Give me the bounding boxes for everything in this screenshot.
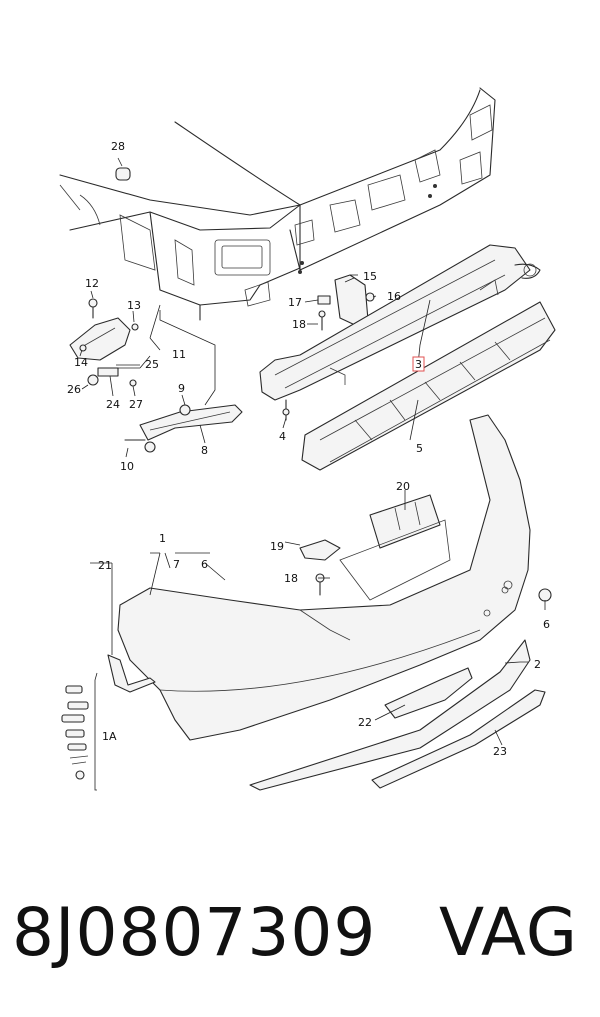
callout-labels: 28 12 13 25 11 14 26 24 27 9 10 8 15 16 … [67,140,550,758]
part-number: 8J0807309 [12,894,377,971]
part-2-lower-trim [249,639,531,791]
callout-22: 22 [358,716,372,729]
callout-26: 26 [67,383,81,396]
brand-name: VAG [438,894,578,971]
callout-27: 27 [129,398,143,411]
callout-9: 9 [178,382,185,395]
part-caption: 8J0807309 VAG [0,888,600,998]
part-28-plug [115,157,131,181]
callout-16: 16 [387,290,401,303]
part-1-bumper-cover [117,414,531,741]
part-21-side-bracket [107,654,156,693]
callout-19: 19 [270,540,284,553]
part-8-side-guide [124,404,243,453]
callout-5: 5 [416,442,423,455]
callout-14: 14 [74,356,88,369]
callout-1: 1 [159,532,166,545]
callout-7: 7 [173,558,180,571]
callout-11: 11 [172,348,186,361]
part-1A-screw-kit [61,685,89,780]
callout-12: 12 [85,277,99,290]
callout-10: 10 [120,460,134,473]
callout-1A: 1A [102,730,117,743]
callout-18-bottom: 18 [284,572,298,585]
callout-21: 21 [98,559,112,572]
callout-20: 20 [396,480,410,493]
part-19-bracket [299,539,341,596]
callout-6-lower: 6 [543,618,550,631]
part-22-diffuser [384,667,473,719]
callout-4: 4 [279,430,286,443]
part-20-license-plate-bracket [369,494,441,549]
part-6-cap [538,588,552,602]
callout-8: 8 [201,444,208,457]
callout-3: 3 [415,358,422,371]
rear-body-structure [59,87,496,321]
callout-17: 17 [288,296,302,309]
part-5-energy-absorber [301,301,556,471]
leader-lines [79,277,546,791]
part-23-trim-strip [371,689,546,789]
callout-6-upper: 6 [201,558,208,571]
callout-28: 28 [111,140,125,153]
callout-24: 24 [106,398,120,411]
part-11-left-guide-assembly [69,298,139,387]
callout-2: 2 [534,658,541,671]
callout-18-top: 18 [292,318,306,331]
exploded-parts-diagram: 28 12 13 25 11 14 26 24 27 9 10 8 15 16 … [59,87,556,791]
callout-3-highlight [412,356,425,372]
callout-15: 15 [363,270,377,283]
callout-23: 23 [493,745,507,758]
callout-25: 25 [145,358,159,371]
part-3-impact-beam [259,244,541,421]
callout-13: 13 [127,299,141,312]
